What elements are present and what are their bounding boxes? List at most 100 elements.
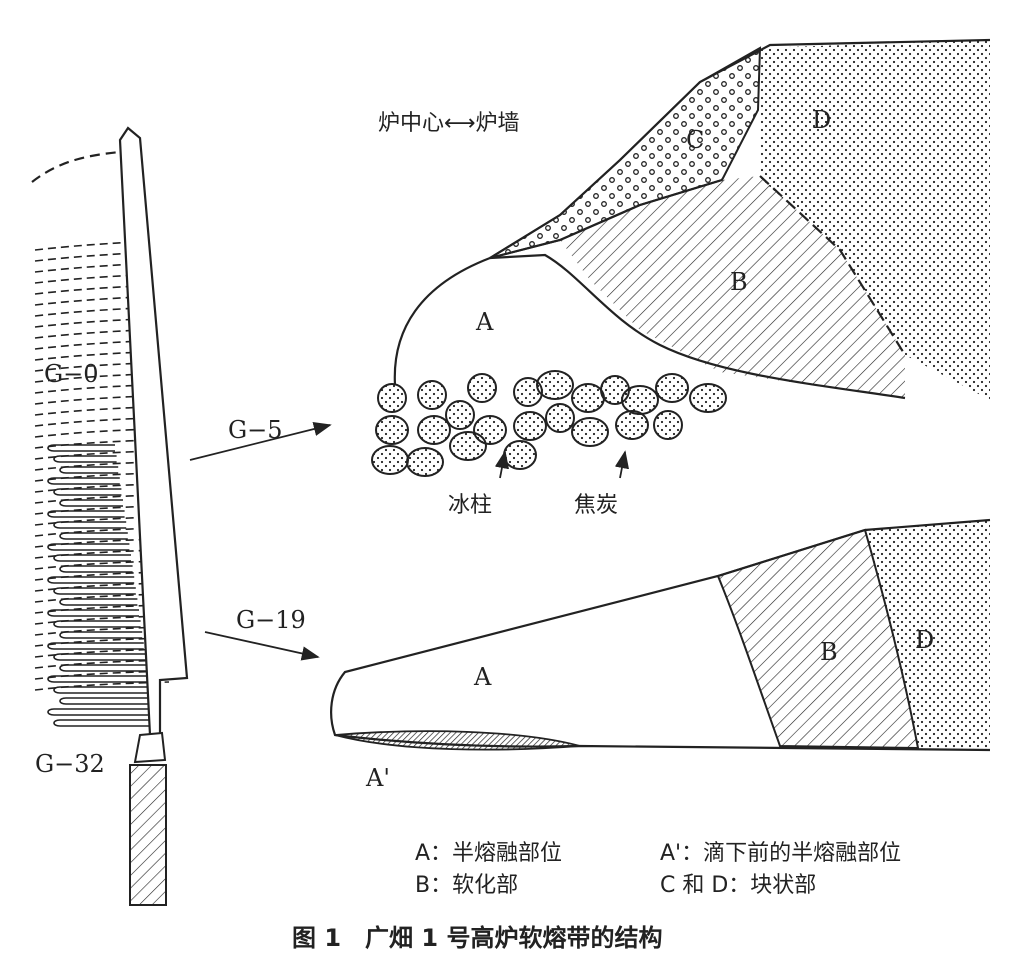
coke-particle: [689, 383, 727, 413]
icicle-pointer: [494, 450, 510, 479]
coke-particle: [653, 410, 683, 440]
icicle-finger: [53, 719, 155, 727]
label-coke: 焦炭: [574, 493, 618, 518]
layer-line: [34, 263, 136, 273]
label-d-lower: D: [915, 626, 934, 654]
figure-caption: 图 1 广畑 1 号高炉软熔带的结构: [292, 924, 662, 952]
layer-line: [34, 296, 139, 306]
layer-line: [34, 252, 135, 262]
coke-particle: [571, 383, 605, 413]
label-c: C: [686, 126, 704, 154]
coke-particle: [467, 373, 497, 403]
layer-line: [34, 516, 156, 526]
region-b-lower: [716, 528, 920, 750]
icicle-finger: [47, 510, 125, 518]
coke-particle: [449, 431, 487, 461]
icicle-finger: [53, 521, 127, 529]
icicle-finger: [53, 455, 117, 463]
label-d-upper: D: [812, 106, 831, 134]
icicle-finger: [47, 444, 115, 452]
label-a-prime: A': [365, 764, 390, 792]
coke-particle: [536, 370, 574, 400]
region-a-outline: [393, 253, 906, 400]
icicle-finger: [59, 664, 147, 672]
icicle-finger: [59, 598, 138, 606]
icicle-finger: [59, 532, 128, 540]
icicle-finger: [53, 587, 136, 595]
g19-detail: [330, 518, 991, 752]
coke-particle: [571, 417, 609, 447]
g5-detail: [371, 38, 991, 479]
label-b-lower: B: [820, 638, 838, 666]
region-d-upper: [760, 40, 990, 400]
icicle-finger: [47, 642, 144, 650]
label-b-upper: B: [730, 268, 748, 296]
coke-particle: [406, 447, 444, 477]
burden-top-line: [31, 150, 121, 183]
icicle-finger: [59, 631, 143, 639]
icicle-fingers: [47, 444, 155, 727]
layer-line: [34, 395, 147, 405]
layer-line: [34, 285, 138, 295]
icicle-finger: [59, 466, 119, 474]
layer-line: [34, 428, 149, 438]
layer-line: [34, 329, 141, 339]
coke-particle: [503, 440, 537, 470]
icicle-finger: [47, 609, 139, 617]
legend-b: B：软化部: [415, 873, 518, 898]
level-g5: G−5: [228, 416, 283, 444]
layer-line: [34, 505, 155, 515]
level-g19: G−19: [236, 606, 306, 634]
arrow-g5: [189, 421, 332, 461]
level-g32: G−32: [35, 750, 105, 778]
arrow-g19: [204, 631, 320, 661]
legend-a-prime: A'：滴下前的半熔融部位: [660, 841, 901, 866]
layer-line: [34, 340, 142, 350]
layer-line: [34, 318, 140, 328]
hearth-wall: [129, 764, 167, 906]
coke-particle: [377, 383, 407, 413]
legend-c-d: C 和 D：块状部: [660, 873, 816, 898]
layer-line: [34, 461, 152, 471]
region-a-prime: [334, 730, 581, 751]
coke-particle: [417, 380, 447, 410]
layer-line: [34, 362, 144, 372]
bosh-joint: [133, 731, 167, 764]
icicle-finger: [59, 697, 152, 705]
label-a-lower: A: [473, 663, 492, 691]
layer-line: [34, 450, 151, 460]
icicle-finger: [47, 543, 130, 551]
layer-line: [34, 439, 150, 449]
layer-line: [34, 494, 155, 504]
coke-particle: [655, 373, 689, 403]
coke-particle: [375, 415, 409, 445]
label-icicle: 冰柱: [448, 493, 492, 518]
icicle-finger: [53, 620, 141, 628]
icicle-finger: [53, 653, 146, 661]
layer-line: [34, 670, 169, 680]
layer-line: [34, 681, 170, 691]
icicle-finger: [47, 708, 154, 716]
coke-particle: [445, 400, 475, 430]
c-b-boundary: [489, 178, 723, 260]
furnace-section: [31, 126, 189, 906]
icicle-finger: [53, 554, 131, 562]
icicle-finger: [47, 477, 120, 485]
coke-particle: [615, 410, 649, 440]
icicle-finger: [59, 499, 123, 507]
layer-line: [34, 527, 157, 537]
icicle-finger: [53, 686, 151, 694]
b-d-boundary: [759, 175, 906, 356]
icicle-finger: [53, 488, 122, 496]
icicle-finger: [59, 565, 133, 573]
layer-line: [34, 483, 154, 493]
coke-particles: [371, 370, 727, 477]
icicle-finger: [47, 675, 149, 683]
coke-pointer: [614, 450, 630, 479]
coke-particle: [545, 403, 575, 433]
layer-line: [34, 472, 153, 482]
coke-particle: [417, 415, 451, 445]
region-d-lower: [865, 520, 990, 750]
